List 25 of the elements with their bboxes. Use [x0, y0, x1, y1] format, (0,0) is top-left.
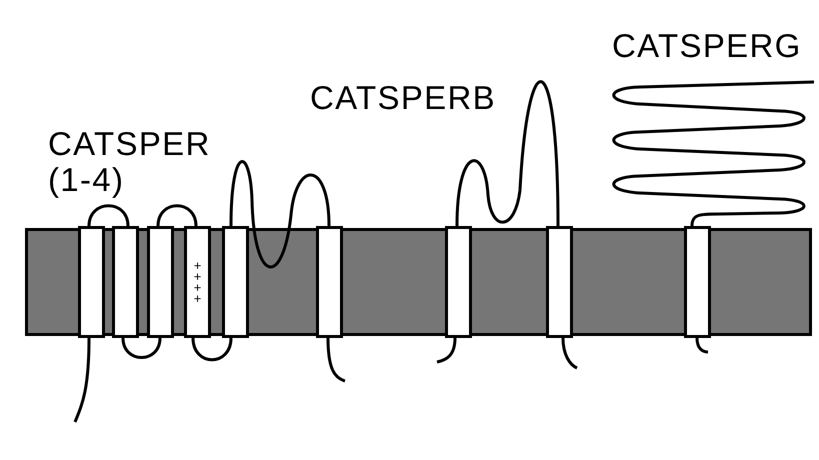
- transmembrane-segment: [546, 226, 573, 338]
- loop-line: [456, 81, 560, 226]
- charge-marks: + + + +: [193, 260, 202, 304]
- loop-line: [156, 204, 198, 226]
- terminal-tail-line: [696, 338, 708, 354]
- transmembrane-segment: [78, 226, 105, 338]
- transmembrane-segment: [684, 226, 711, 338]
- loop-line: [192, 338, 232, 362]
- protein-label: CATSPERB: [310, 80, 496, 116]
- terminal-tail-line: [74, 338, 90, 423]
- protein-label: CATSPERG: [612, 28, 802, 64]
- transmembrane-segment: [222, 226, 249, 338]
- transmembrane-segment: [184, 226, 211, 338]
- transmembrane-segment: [316, 226, 343, 338]
- terminal-tail-line: [613, 80, 814, 227]
- loop-line: [230, 160, 330, 268]
- transmembrane-segment: [147, 226, 174, 338]
- protein-label: CATSPER (1-4): [48, 126, 212, 198]
- transmembrane-segment: [445, 226, 472, 338]
- loop-line: [88, 204, 130, 226]
- terminal-tail-line: [562, 338, 578, 370]
- terminal-tail-line: [436, 338, 456, 364]
- transmembrane-segment: [112, 226, 139, 338]
- loop-line: [122, 338, 162, 359]
- terminal-tail-line: [326, 338, 346, 382]
